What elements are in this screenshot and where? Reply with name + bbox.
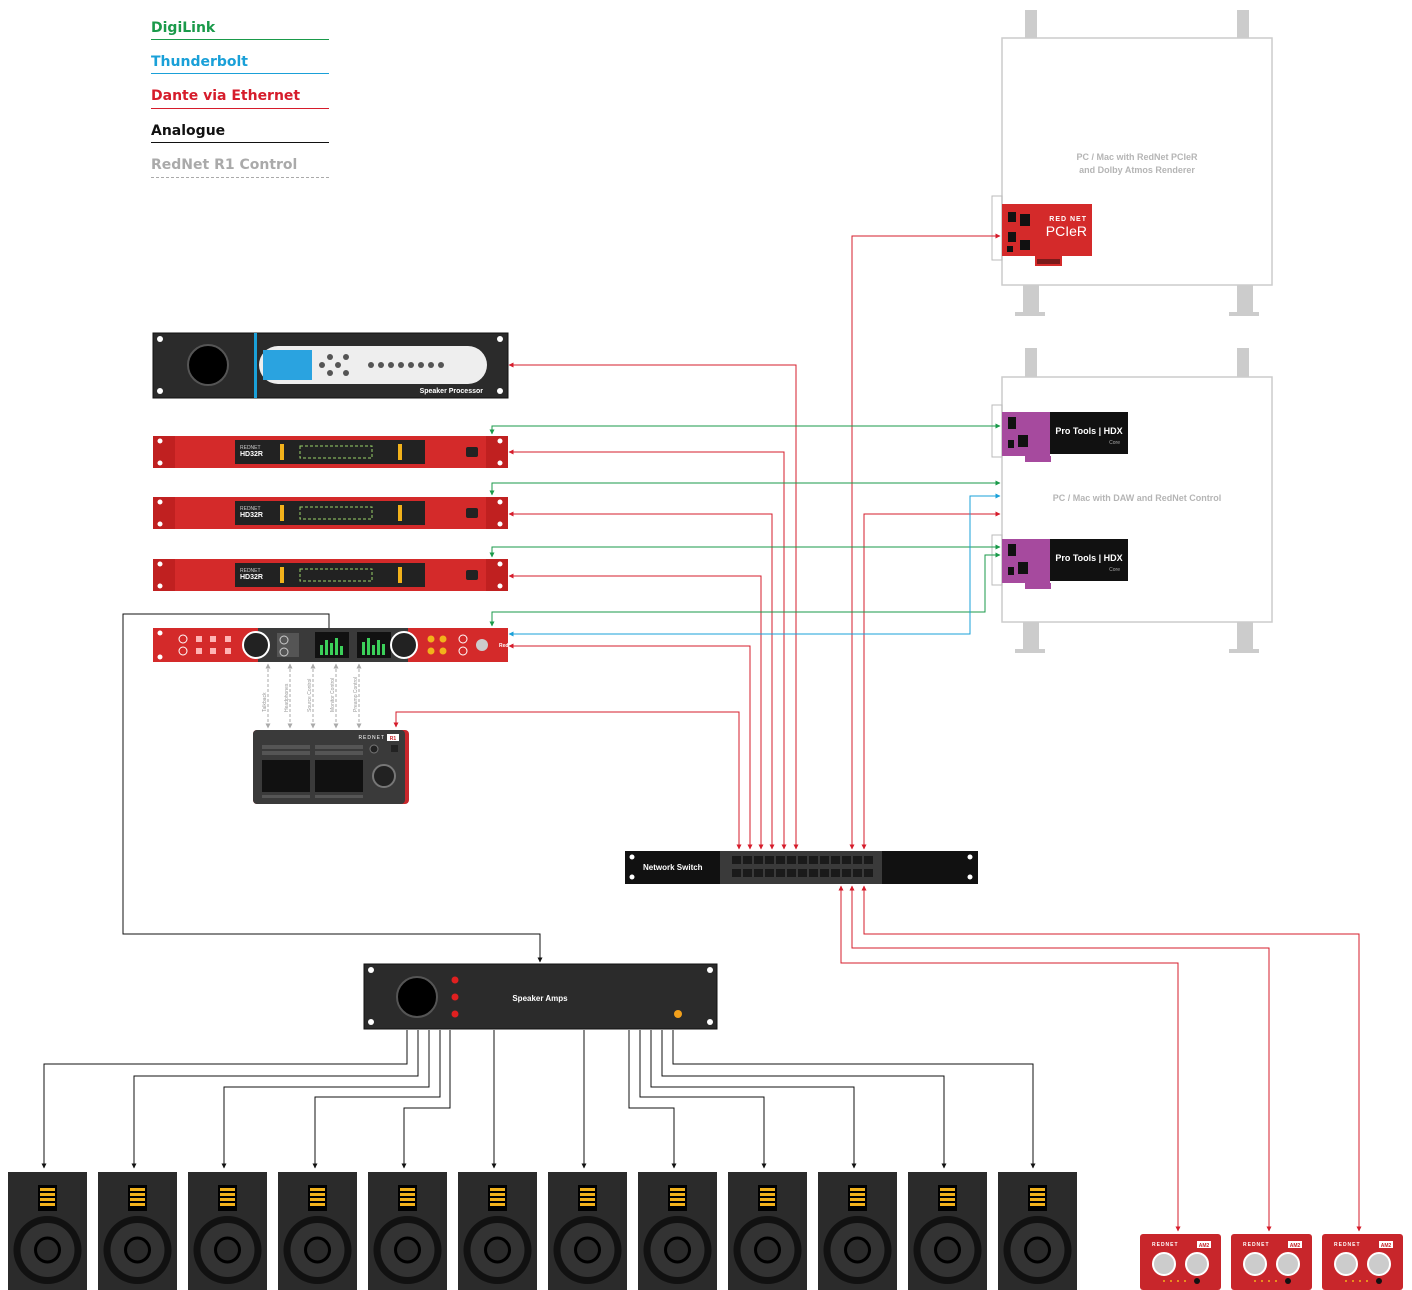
- digilink-connections: [489, 423, 1001, 627]
- speaker-9: [728, 1172, 807, 1290]
- r1-badge: R1: [390, 736, 397, 742]
- speaker-processor: Speaker Processor: [152, 332, 509, 399]
- am2-brand: REDNET: [1334, 1242, 1361, 1248]
- hdx-card-2: Pro Tools | HDX Core: [991, 534, 1128, 589]
- svg-text:HD32R: HD32R: [240, 451, 263, 458]
- hdx-card-1-sub: Core: [1109, 440, 1120, 446]
- hdx-card-1: Pro Tools | HDX Core: [991, 404, 1128, 462]
- hd32r-1: REDNET HD32R: [153, 436, 508, 468]
- pc-daw-label: PC / Mac with DAW and RedNet Control: [1053, 493, 1222, 503]
- r1-label-preamp-control: Preamp Control: [353, 677, 359, 712]
- thunderbolt-connections: [508, 493, 1001, 637]
- am2-badge: AM2: [1290, 1243, 1301, 1249]
- legend-dante-line: [151, 108, 329, 109]
- r1-label-talkback: Talkback: [262, 692, 268, 712]
- network-switch: Network Switch: [625, 851, 978, 884]
- legend-r1-control-line: [151, 177, 329, 178]
- hdx-card-1-label: Pro Tools | HDX: [1055, 426, 1122, 436]
- svg-text:REDNET: REDNET: [240, 445, 261, 451]
- speaker-8: [638, 1172, 717, 1290]
- pc-pcier-label-1: PC / Mac with RedNet PCIeR: [1076, 152, 1198, 162]
- hdx-card-2-sub: Core: [1109, 567, 1120, 573]
- am2-unit-1: REDNET AM2: [1140, 1234, 1221, 1290]
- pc-daw-computer: PC / Mac with DAW and RedNet Control Pro…: [991, 348, 1273, 653]
- legend-analogue-line: [151, 142, 329, 143]
- legend-analogue: Analogue: [151, 123, 226, 139]
- speaker-6: [458, 1172, 537, 1290]
- speaker-11: [908, 1172, 987, 1290]
- speaker-processor-label: Speaker Processor: [420, 388, 484, 395]
- speaker-4: [278, 1172, 357, 1290]
- network-switch-label: Network Switch: [643, 863, 703, 872]
- analogue-connections: [41, 613, 1036, 1169]
- am2-brand: REDNET: [1152, 1242, 1179, 1248]
- am2-badge: AM2: [1199, 1243, 1210, 1249]
- legend-digilink: DigiLink: [151, 20, 216, 36]
- r1-label-monitor-control: Monitor Control: [330, 678, 336, 712]
- legend-thunderbolt: Thunderbolt: [151, 54, 249, 70]
- legend-digilink-line: [151, 39, 329, 40]
- svg-text:REDNET: REDNET: [240, 568, 261, 574]
- rednet-r1: REDNET R1: [253, 730, 409, 804]
- svg-text:REDNET: REDNET: [240, 506, 261, 512]
- speaker-7: [548, 1172, 627, 1290]
- speaker-3: [188, 1172, 267, 1290]
- hd32r-2: REDNET HD32R: [153, 497, 508, 529]
- pcier-name: PCIeR: [1046, 223, 1087, 239]
- pc-pcier-label-2: and Dolby Atmos Renderer: [1079, 165, 1195, 175]
- speaker-10: [818, 1172, 897, 1290]
- am2-badge: AM2: [1381, 1243, 1392, 1249]
- hd32r-3: REDNET HD32R: [153, 559, 508, 591]
- speakers-row: [8, 1172, 1077, 1290]
- speaker-5: [368, 1172, 447, 1290]
- hd32r-units: REDNET HD32R REDNET HD32R REDNET HD32R: [153, 436, 508, 591]
- am2-row: REDNET AM2 REDNET AM2 REDNET AM2: [1140, 1234, 1403, 1290]
- svg-text:HD32R: HD32R: [240, 574, 263, 581]
- red-interface: Red: [153, 628, 508, 662]
- am2-brand: REDNET: [1243, 1242, 1270, 1248]
- hdx-card-2-label: Pro Tools | HDX: [1055, 553, 1122, 563]
- speaker-2: [98, 1172, 177, 1290]
- speaker-amps-label: Speaker Amps: [512, 994, 568, 1003]
- legend-r1-control: RedNet R1 Control: [151, 157, 298, 173]
- r1-control-lines: [265, 663, 362, 729]
- speaker-amps: Speaker Amps: [363, 963, 718, 1030]
- pc-pcier-computer: PC / Mac with RedNet PCIeR and Dolby Atm…: [991, 10, 1273, 316]
- am2-unit-3: REDNET AM2: [1322, 1234, 1403, 1290]
- r1-brand: REDNET: [358, 735, 385, 741]
- pcier-brand: RED NET: [1049, 216, 1087, 223]
- speaker-1: [8, 1172, 87, 1290]
- red-brand: Red: [499, 643, 508, 649]
- svg-text:HD32R: HD32R: [240, 512, 263, 519]
- legend-thunderbolt-line: [151, 73, 329, 74]
- r1-label-source-control: Source Control: [307, 679, 313, 712]
- legend-dante: Dante via Ethernet: [151, 88, 301, 104]
- r1-control-labels: Talkback Headphones Source Control Monit…: [262, 677, 359, 712]
- r1-label-headphones: Headphones: [284, 683, 290, 712]
- pcier-card: RED NET PCIeR: [991, 195, 1092, 266]
- speaker-12: [998, 1172, 1077, 1290]
- am2-unit-2: REDNET AM2: [1231, 1234, 1312, 1290]
